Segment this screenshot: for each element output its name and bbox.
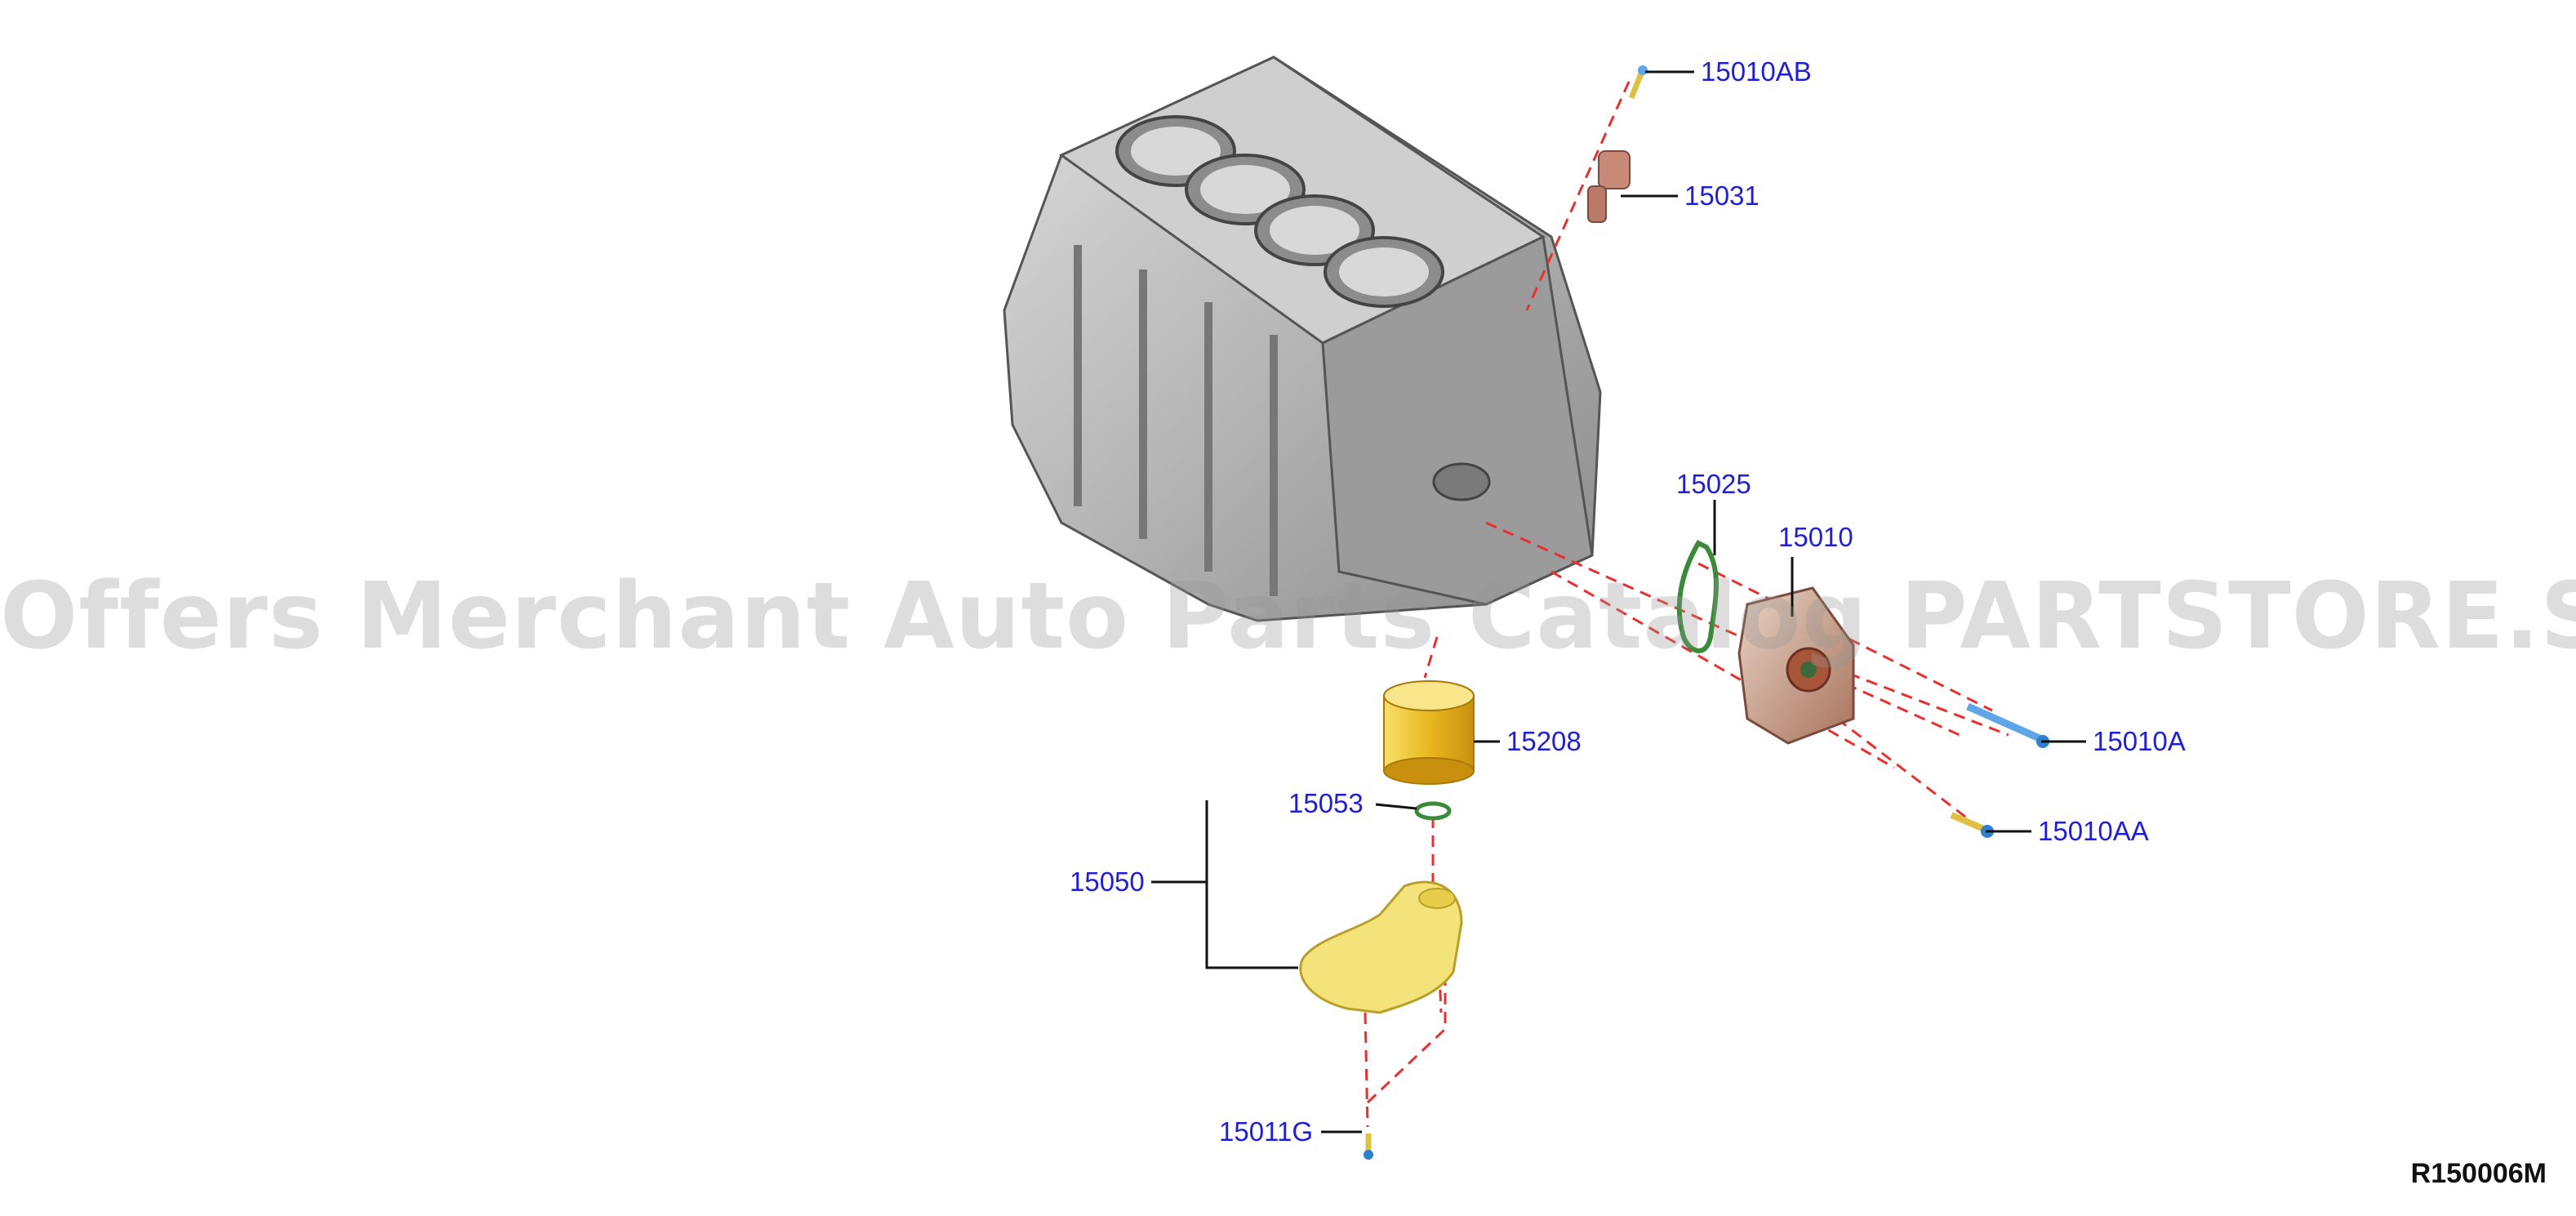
callout-15010A[interactable]: 15010A [2093,726,2186,756]
callout-15011G[interactable]: 15011G [1219,1116,1313,1147]
oil-filter-15208-illustration [1383,680,1475,785]
callout-15050[interactable]: 15050 [1070,866,1145,897]
callout-15010AB[interactable]: 15010AB [1701,56,1812,87]
gasket-15025-illustration [1676,540,1719,653]
callout-15010AA[interactable]: 15010AA [2038,816,2149,846]
callout-15208[interactable]: 15208 [1506,726,1582,756]
leader-lines [1151,70,2086,1134]
callout-15053[interactable]: 15053 [1288,788,1364,818]
oring-15053-illustration [1414,801,1452,821]
engine-block-illustration [1003,56,1602,622]
bolt-15010AB-illustration [1628,65,1648,100]
oil-pump-15010-illustration [1737,586,1855,745]
callout-15025[interactable]: 15025 [1676,469,1751,499]
callout-15010[interactable]: 15010 [1778,522,1853,552]
bolt-15011G-illustration [1364,1134,1373,1160]
diagram-id: R150006M [2410,1158,2547,1189]
bolt-15010A-illustration [1966,702,2049,748]
bolt-15010AA-illustration [1950,812,1994,838]
callout-15031[interactable]: 15031 [1684,180,1760,211]
pickup-tube-15050-illustration [1299,880,1463,1014]
sensor-15031-illustration [1587,150,1631,223]
